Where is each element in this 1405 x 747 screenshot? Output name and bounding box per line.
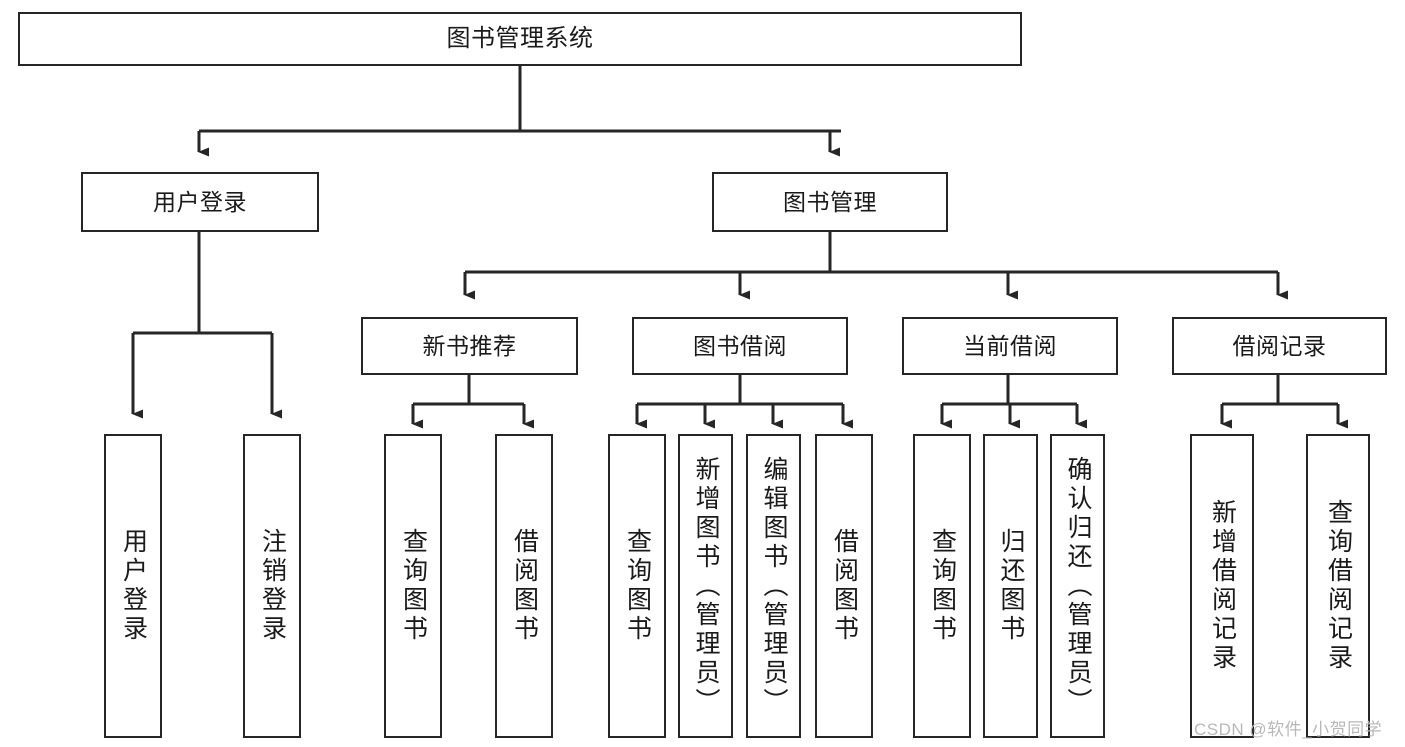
node-user-login[interactable]: 用户登录 xyxy=(81,172,319,232)
leaf-add-borrow-record[interactable]: 新增借阅记录 xyxy=(1190,434,1254,738)
leaf-logout-label: 注销登录 xyxy=(258,528,287,644)
leaf-add-borrow-record-label: 新增借阅记录 xyxy=(1208,499,1237,673)
leaf-query-book-1-label: 查询图书 xyxy=(399,528,428,644)
node-book-manage-label: 图书管理 xyxy=(783,188,877,215)
watermark-text: CSDN @软件_小贺同学 xyxy=(1194,720,1383,739)
node-book-borrow[interactable]: 图书借阅 xyxy=(632,317,848,375)
leaf-add-book[interactable]: 新增图书（管理员） xyxy=(678,434,733,738)
node-current-borrow[interactable]: 当前借阅 xyxy=(902,317,1118,375)
leaf-query-book-1[interactable]: 查询图书 xyxy=(384,434,442,738)
leaf-query-book-3[interactable]: 查询图书 xyxy=(913,434,971,738)
node-borrow-record[interactable]: 借阅记录 xyxy=(1172,317,1387,375)
node-new-book-recommend[interactable]: 新书推荐 xyxy=(361,317,578,375)
leaf-confirm-return[interactable]: 确认归还（管理员） xyxy=(1050,434,1105,738)
leaf-edit-book[interactable]: 编辑图书（管理员） xyxy=(746,434,801,738)
node-root-label: 图书管理系统 xyxy=(446,24,594,52)
node-root[interactable]: 图书管理系统 xyxy=(18,12,1022,66)
leaf-query-borrow-record[interactable]: 查询借阅记录 xyxy=(1306,434,1370,738)
leaf-borrow-book-2[interactable]: 借阅图书 xyxy=(815,434,873,738)
leaf-borrow-book-1-label: 借阅图书 xyxy=(510,528,539,644)
leaf-borrow-book-2-label: 借阅图书 xyxy=(830,528,859,644)
leaf-query-book-2-label: 查询图书 xyxy=(623,528,652,644)
leaf-user-login[interactable]: 用户登录 xyxy=(104,434,162,738)
leaf-borrow-book-1[interactable]: 借阅图书 xyxy=(495,434,553,738)
node-new-book-recommend-label: 新书推荐 xyxy=(422,332,517,359)
node-user-login-label: 用户登录 xyxy=(153,188,247,215)
leaf-user-login-label: 用户登录 xyxy=(119,528,148,644)
leaf-return-book[interactable]: 归还图书 xyxy=(983,434,1038,738)
leaf-query-borrow-record-label: 查询借阅记录 xyxy=(1324,499,1353,673)
node-current-borrow-label: 当前借阅 xyxy=(963,332,1057,359)
node-book-borrow-label: 图书借阅 xyxy=(693,332,787,359)
leaf-edit-book-label: 编辑图书（管理员） xyxy=(760,455,788,717)
leaf-add-book-label: 新增图书（管理员） xyxy=(692,455,720,717)
node-book-manage[interactable]: 图书管理 xyxy=(712,172,948,232)
leaf-return-book-label: 归还图书 xyxy=(997,528,1025,644)
node-borrow-record-label: 借阅记录 xyxy=(1232,332,1327,359)
leaf-confirm-return-label: 确认归还（管理员） xyxy=(1064,455,1092,717)
leaf-logout[interactable]: 注销登录 xyxy=(243,434,301,738)
leaf-query-book-2[interactable]: 查询图书 xyxy=(608,434,666,738)
leaf-query-book-3-label: 查询图书 xyxy=(928,528,957,644)
